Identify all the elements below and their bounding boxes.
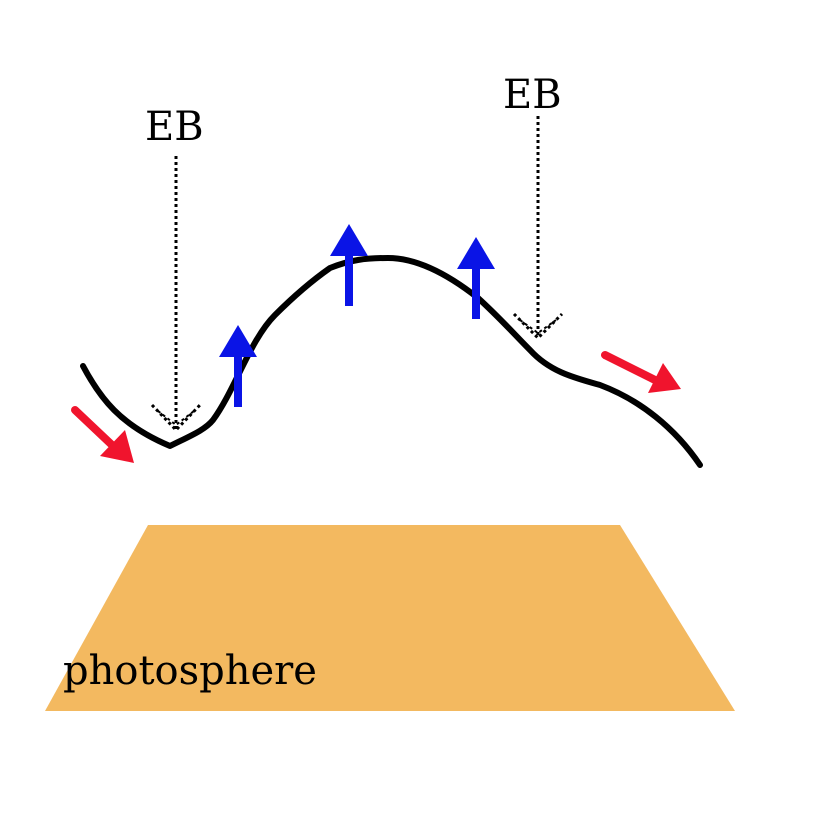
photosphere-label: photosphere <box>63 648 317 694</box>
magnetic-field-line <box>80 255 703 468</box>
flow-arrow-icon-right <box>601 351 681 393</box>
upflow-arrow-icon-1 <box>219 325 257 407</box>
photosphere-slab <box>45 525 735 711</box>
eb-label-right: EB <box>503 72 562 118</box>
eb-pointer-icon-left <box>150 156 202 433</box>
flow-arrow-icon-left <box>71 406 134 463</box>
eb-pointer-icon-right <box>512 116 564 341</box>
upflow-arrow-icon-2 <box>330 224 368 306</box>
eb-label-left: EB <box>145 104 204 150</box>
upflow-arrow-icon-3 <box>457 237 495 319</box>
